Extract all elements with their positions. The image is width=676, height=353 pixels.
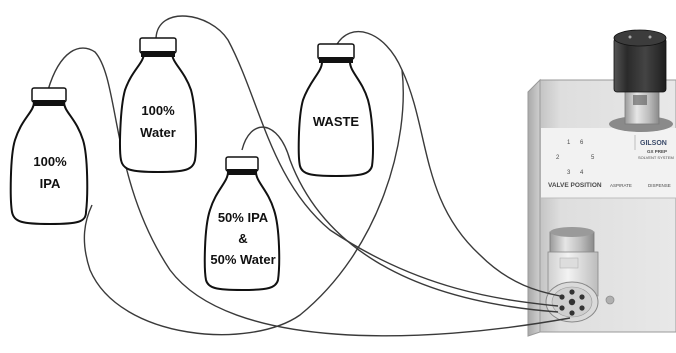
product-subtitle: SOLVENT SYSTEM [638,155,674,160]
bottle-cap [225,156,259,172]
front-panel [541,128,676,198]
product-name: GX PREP [647,149,668,154]
valve-port-center [568,298,576,306]
bottle-label-water: 100% Water [128,100,188,144]
valve-port [569,310,575,316]
position-3: 3 [567,170,571,176]
valve-port [579,294,585,300]
bottle-waste [297,43,374,178]
label-line: WASTE [312,114,360,129]
bottle-cap [31,87,67,103]
bottle-mix [203,156,281,292]
bottle-cap [317,43,355,60]
valve-position-label: VALVE POSITION [548,182,602,189]
label-line: 50% IPA [217,210,269,225]
selector-valve [545,227,599,323]
brand-name: GILSON [640,140,667,147]
position-4: 4 [580,170,584,176]
tube-mix [241,126,559,313]
tube-waste [335,30,561,297]
position-5: 5 [591,155,595,161]
label-line: 100% [141,103,175,118]
tube-waste-loop [83,69,404,336]
aspirate-label: ASPIRATE [610,183,632,188]
valve-port [559,294,565,300]
cap-band [33,100,65,106]
syringe-pump [609,29,673,132]
tube-water [155,15,559,307]
bottle-ipa [9,87,89,226]
valve-port [569,289,575,295]
mounting-hole [605,295,615,305]
brand-logo: GILSON [640,140,667,147]
label-line: IPA [39,176,61,191]
position-1: 1 [567,140,571,146]
position-2: 2 [556,155,560,161]
cap-band [227,169,257,175]
label-line: & [238,231,248,246]
label-line: 50% Water [210,252,276,267]
label-line: Water [140,125,176,140]
bottle-label-mix: 50% IPA & 50% Water [200,207,286,270]
tubing [47,15,571,337]
valve-port [579,305,585,311]
label-line: 100% [33,154,67,169]
cap-band [141,51,175,57]
bottle-water [119,37,197,174]
cap-band [319,57,353,63]
valve-port [559,305,565,311]
tube-ipa [47,47,571,337]
solvent-system-instrument [527,29,676,337]
bottle-label-ipa: 100% IPA [22,151,78,195]
bottle-label-waste: WASTE [308,114,364,130]
bottle-cap [139,37,177,54]
position-6: 6 [580,140,584,146]
dispense-label: DISPENSE [648,183,671,188]
